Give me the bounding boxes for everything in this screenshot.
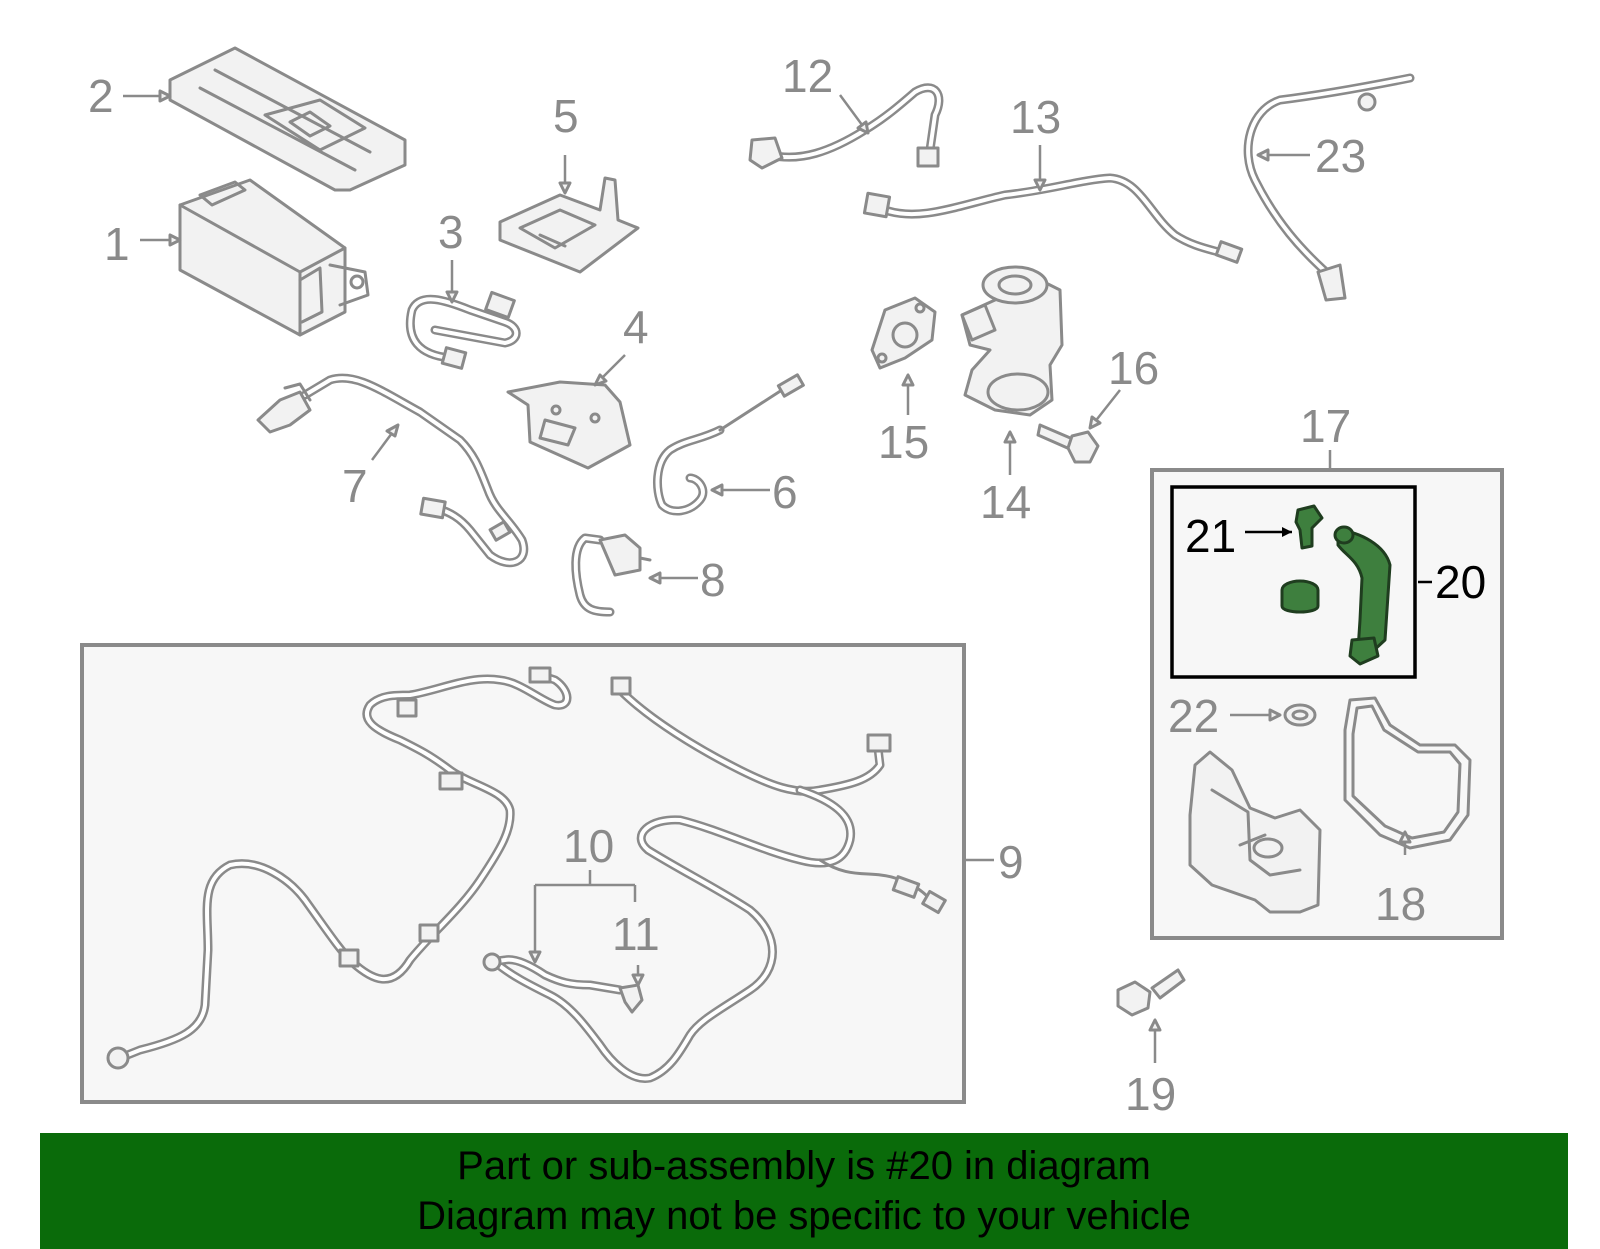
callout-3: 3 (438, 206, 464, 258)
part-22-washer[interactable] (1283, 703, 1317, 727)
callout-23: 23 (1315, 130, 1366, 182)
callout-19: 19 (1125, 1068, 1176, 1120)
callout-2: 2 (88, 70, 114, 122)
part-14-valve[interactable] (960, 265, 1064, 417)
callout-5: 5 (553, 90, 579, 142)
callout-7: 7 (342, 460, 368, 512)
part-2-shield[interactable] (168, 46, 407, 192)
part-12-sensor-harness[interactable] (748, 83, 944, 170)
callout-17: 17 (1300, 400, 1351, 452)
callout-10: 10 (563, 820, 614, 872)
part-23-tube[interactable] (1243, 73, 1415, 302)
part-10-tube[interactable] (482, 952, 625, 995)
part-7-tube[interactable] (256, 373, 529, 568)
notice-line-2: Diagram may not be specific to your vehi… (417, 1194, 1191, 1238)
part-18-gasket[interactable] (1343, 696, 1472, 850)
part-4-bracket[interactable] (506, 380, 632, 470)
part-1-canister[interactable] (178, 178, 370, 337)
parts-diagram: 1 2 3 4 5 6 7 8 9 10 11 12 13 14 15 16 1… (80, 46, 1504, 1120)
callout-labels: 1 2 3 4 5 6 7 8 9 10 11 12 13 14 15 16 1… (88, 50, 1486, 1120)
callout-20: 20 (1435, 556, 1486, 608)
callout-13: 13 (1010, 91, 1061, 143)
callout-18: 18 (1375, 878, 1426, 930)
part-15-gasket[interactable] (870, 296, 937, 370)
part-17-housing[interactable] (1188, 750, 1322, 914)
callout-16: 16 (1108, 342, 1159, 394)
callout-1: 1 (104, 218, 130, 270)
notice-banner: Part or sub-assembly is #20 in diagram D… (40, 1133, 1568, 1249)
part-9-hose-assembly[interactable] (106, 666, 947, 1083)
part-16-bolt[interactable] (1036, 423, 1100, 464)
callout-leaders (123, 89, 1432, 1063)
callout-9: 9 (998, 836, 1024, 888)
part-21-connector[interactable] (1294, 504, 1324, 550)
callout-14: 14 (980, 476, 1031, 528)
callout-12: 12 (782, 50, 833, 102)
callout-8: 8 (700, 554, 726, 606)
callout-11: 11 (612, 908, 660, 960)
callout-15: 15 (878, 416, 929, 468)
part-8-valve[interactable] (571, 533, 652, 617)
part-20-hose[interactable] (1280, 525, 1392, 666)
callout-22: 22 (1168, 690, 1219, 742)
callout-4: 4 (623, 301, 649, 353)
part-5-bracket[interactable] (498, 176, 640, 274)
callout-6: 6 (772, 466, 798, 518)
part-6-hose[interactable] (653, 373, 805, 516)
part-19-bolt[interactable] (1116, 968, 1186, 1017)
part-13-sensor-harness[interactable] (862, 173, 1244, 264)
notice-line-1: Part or sub-assembly is #20 in diagram (457, 1144, 1151, 1188)
part-3-tube[interactable] (405, 290, 521, 370)
part-11-connector[interactable] (618, 983, 644, 1014)
callout-21: 21 (1185, 510, 1236, 562)
box-9-hose-assembly (80, 643, 966, 1104)
